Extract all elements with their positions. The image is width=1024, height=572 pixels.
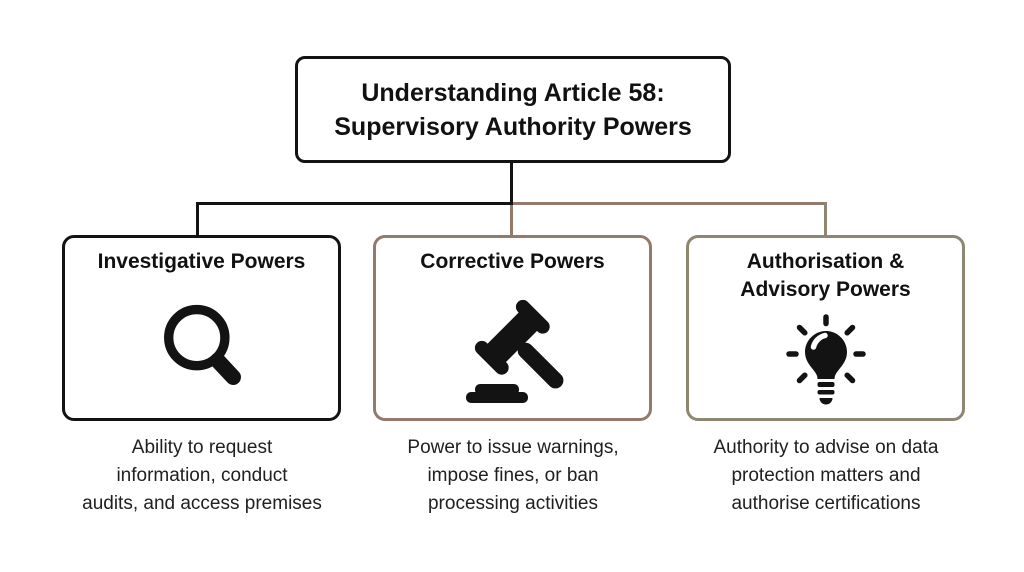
title-line-2: Supervisory Authority Powers [334,112,692,141]
caption-line: protection matters and [731,465,921,486]
corrective-powers-caption: Power to issue warnings, impose fines, o… [352,434,674,518]
investigative-powers-caption: Ability to request information, conduct … [41,434,363,518]
corrective-powers-title: Corrective Powers [420,250,605,273]
caption-line: information, conduct [116,465,288,486]
caption-line: processing activities [427,493,599,514]
caption-line: Power to issue warnings, [407,437,619,458]
connector-horizontal-right [513,202,827,205]
gavel-icon [465,299,563,403]
authorisation-powers-caption: Authority to advise on data protection m… [665,434,987,518]
investigative-powers-title: Investigative Powers [97,250,306,273]
investigative-powers-box: Investigative Powers [62,235,341,421]
lightbulb-icon [785,314,866,405]
authorisation-powers-title-line-2: Advisory Powers [740,278,911,301]
caption-line: impose fines, or ban [427,465,599,486]
authorisation-icon-area [689,304,962,418]
title-box: Understanding Article 58: Supervisory Au… [295,56,731,163]
authorisation-advisory-powers-box: Authorisation & Advisory Powers [686,235,965,421]
caption-line: Ability to request [131,437,273,458]
connector-horizontal-left [196,202,513,205]
connector-drop-corrective [510,205,513,237]
magnifier-icon [163,304,241,385]
connector-drop-authorisation [824,202,827,237]
caption-line: authorise certifications [731,493,921,514]
connector-stem [510,161,513,205]
caption-line: audits, and access premises [82,493,322,514]
authorisation-powers-title-line-1: Authorisation & [746,250,905,273]
corrective-powers-box: Corrective Powers [373,235,652,421]
corrective-icon-area [376,276,649,418]
title-line-1: Understanding Article 58: [361,78,665,107]
connector-drop-investigative [196,202,199,237]
investigative-icon-area [65,276,338,418]
caption-line: Authority to advise on data [713,437,939,458]
